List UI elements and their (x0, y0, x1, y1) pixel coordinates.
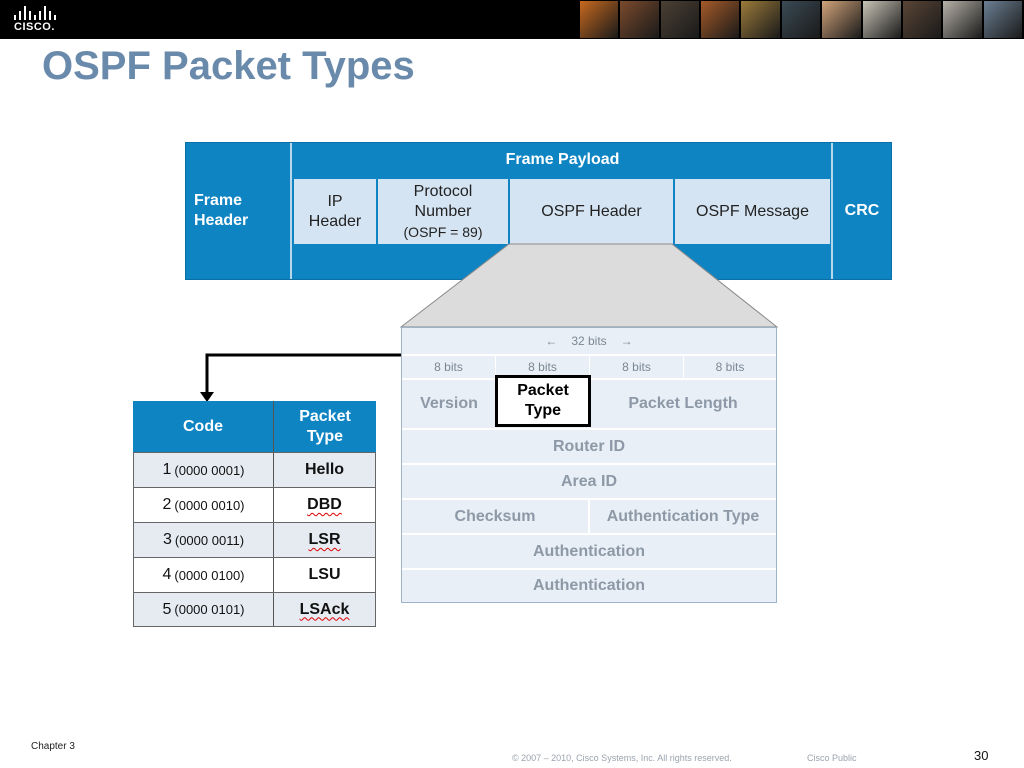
cisco-logo-bars (12, 6, 56, 20)
packet-type-value: LSU (274, 558, 376, 592)
banner-photo (983, 1, 1022, 38)
classification-text: Cisco Public (807, 753, 857, 763)
bits-8-label: 8 bits (590, 356, 684, 378)
protocol-number-label: Protocol Number (413, 182, 473, 220)
bits-8-label: 8 bits (402, 356, 496, 378)
code-binary: (0000 0001) (174, 462, 245, 478)
ip-header-cell: IP Header (294, 179, 376, 244)
banner-photo (862, 1, 901, 38)
page-number: 30 (974, 748, 989, 763)
banner-photo (741, 1, 780, 38)
frame-header-cell: Frame Header (186, 143, 292, 279)
table-row: 5(0000 0101) LSAck (133, 592, 376, 627)
banner-photo (620, 1, 659, 38)
crc-cell: CRC (831, 143, 891, 279)
packet-type-value: DBD (307, 496, 342, 513)
ospf-header-cell: OSPF Header (510, 179, 673, 244)
copyright-text: © 2007 – 2010, Cisco Systems, Inc. All r… (512, 753, 732, 763)
code-value: 3 (162, 531, 172, 548)
code-value: 2 (162, 496, 172, 513)
table-row: 2(0000 0010) DBD (133, 487, 376, 522)
table-row: 1(0000 0001) Hello (133, 452, 376, 487)
bits-8-label: 8 bits (496, 356, 590, 378)
code-binary: (0000 0100) (174, 567, 245, 583)
protocol-number-cell: Protocol Number (OSPF = 89) (378, 179, 508, 244)
router-id-field: Router ID (553, 437, 625, 455)
banner-photo (660, 1, 700, 38)
ospf-header-detail: ← 32 bits → 8 bits 8 bits 8 bits 8 bits … (401, 327, 777, 603)
packet-type-header: Packet Type (299, 407, 351, 445)
banner-photo (902, 1, 942, 38)
chapter-label: Chapter 3 (31, 741, 75, 752)
photo-strip (580, 1, 1024, 38)
checksum-field: Checksum (402, 500, 590, 533)
packet-type-code-table: Code Packet Type 1(0000 0001) Hello 2(00… (133, 401, 376, 627)
table-header-row: Code Packet Type (133, 401, 376, 452)
authentication-field: Authentication (533, 577, 645, 594)
table-row: 3(0000 0011) LSR (133, 522, 376, 557)
packet-type-field: Packet Type (495, 375, 591, 427)
banner-photo (701, 1, 740, 38)
right-arrow-icon: → (620, 334, 633, 348)
code-binary: (0000 0101) (174, 602, 245, 617)
packet-type-value: LSAck (299, 600, 350, 618)
code-value: 1 (162, 461, 172, 478)
table-row: 4(0000 0100) LSU (133, 557, 376, 592)
cisco-logo-text: CISCO. (14, 21, 55, 33)
code-value: 4 (162, 566, 172, 583)
protocol-number-value: (OSPF = 89) (403, 223, 483, 240)
auth-type-field: Authentication Type (606, 507, 760, 525)
banner-photo (781, 1, 821, 38)
frame-payload-cell: Frame Payload (505, 151, 620, 168)
banner-photo (580, 1, 619, 38)
cisco-logo: CISCO. (10, 4, 60, 34)
code-value: 5 (162, 600, 172, 618)
banner-photo (943, 1, 982, 38)
code-header: Code (133, 401, 274, 452)
code-binary: (0000 0010) (174, 497, 245, 513)
bits-8-label: 8 bits (715, 360, 745, 374)
packet-type-text: Packet Type (517, 382, 569, 419)
connector-arrowhead (200, 392, 214, 402)
packet-type-value: LSR (308, 531, 341, 548)
version-field: Version (420, 395, 478, 412)
left-arrow-icon: ← (545, 334, 558, 348)
top-banner: CISCO. (0, 0, 1024, 39)
area-id-field: Area ID (560, 472, 618, 490)
banner-photo (822, 1, 861, 38)
bits-32-label: ← 32 bits → (402, 328, 776, 354)
bits-32-text: 32 bits (571, 334, 607, 348)
authentication-field: Authentication (533, 542, 645, 560)
packet-type-value: Hello (274, 453, 376, 487)
slide-title: OSPF Packet Types (42, 44, 415, 88)
expansion-wedge (399, 243, 779, 328)
packet-length-field: Packet Length (628, 395, 738, 412)
code-binary: (0000 0011) (174, 532, 245, 548)
ospf-message-cell: OSPF Message (675, 179, 830, 244)
